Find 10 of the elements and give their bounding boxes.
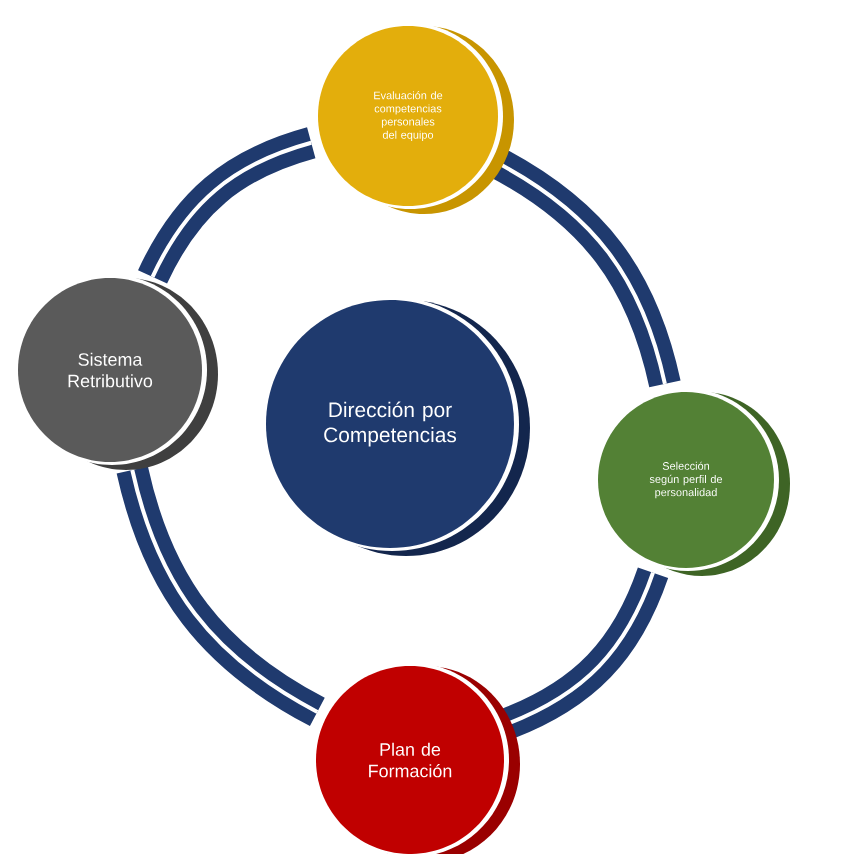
disc: Sistema Retributivo: [17, 275, 218, 470]
node-label: Dirección por Competencias: [324, 401, 457, 447]
ring-segment: [138, 127, 316, 284]
disc: Plan de Formación: [315, 663, 520, 854]
node-label: Sistema Retributivo: [68, 352, 153, 388]
disc: Dirección por Competencias: [265, 297, 530, 556]
node-label: Plan de Formación: [369, 742, 452, 778]
ring-segment: [116, 466, 326, 726]
ring-segment: [489, 148, 681, 388]
ring-segment: [501, 567, 668, 739]
